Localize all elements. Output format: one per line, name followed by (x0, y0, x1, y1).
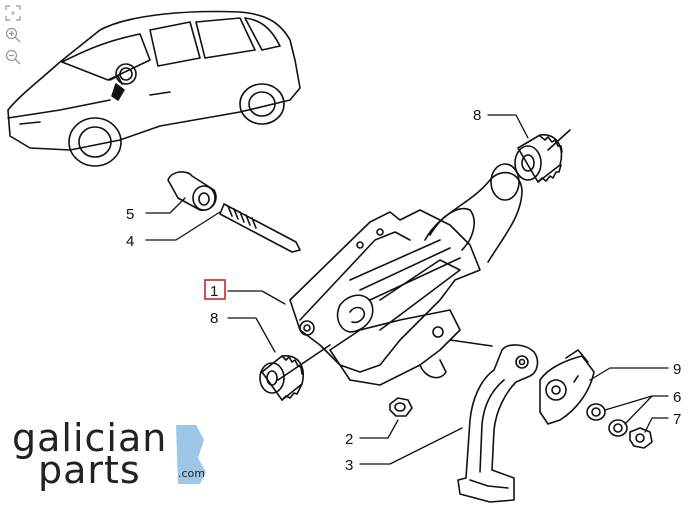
fullscreen-button[interactable] (4, 4, 22, 22)
part-8-lower-bearing (259, 344, 331, 401)
callout-9[interactable]: 9 (673, 361, 681, 378)
part-5-sleeve (167, 171, 217, 211)
part-7-nut (629, 427, 653, 449)
zoom-in-icon (5, 27, 21, 43)
part-1-housing (289, 163, 523, 386)
callout-1-highlight (204, 279, 226, 300)
callout-7[interactable]: 7 (673, 411, 681, 428)
part-4-pin (219, 203, 301, 253)
callout-1[interactable]: 1 (210, 283, 218, 300)
fullscreen-icon (5, 5, 21, 21)
logo-line-1: galician (12, 416, 168, 460)
callout-6[interactable]: 6 (673, 389, 681, 406)
callout-2[interactable]: 2 (345, 431, 353, 448)
logo-line-2: parts (38, 448, 141, 492)
callout-5[interactable]: 5 (126, 206, 134, 223)
part-6-washers (586, 403, 628, 437)
zoom-out-button[interactable] (4, 48, 22, 66)
callout-8-lower[interactable]: 8 (210, 310, 218, 327)
car-illustration (7, 10, 301, 167)
part-9-bracket (539, 349, 595, 425)
callout-3[interactable]: 3 (345, 457, 353, 474)
leader-lines (145, 114, 669, 465)
callout-8-upper[interactable]: 8 (473, 107, 481, 124)
logo-accent-shape (176, 425, 206, 484)
zoom-in-button[interactable] (4, 26, 22, 44)
part-3-lever (449, 339, 539, 503)
logo-suffix: .com (178, 467, 205, 480)
callout-4[interactable]: 4 (126, 233, 134, 250)
part-2-nut (389, 397, 413, 417)
part-8-upper-bearing (514, 129, 571, 183)
zoom-out-icon (5, 49, 21, 65)
